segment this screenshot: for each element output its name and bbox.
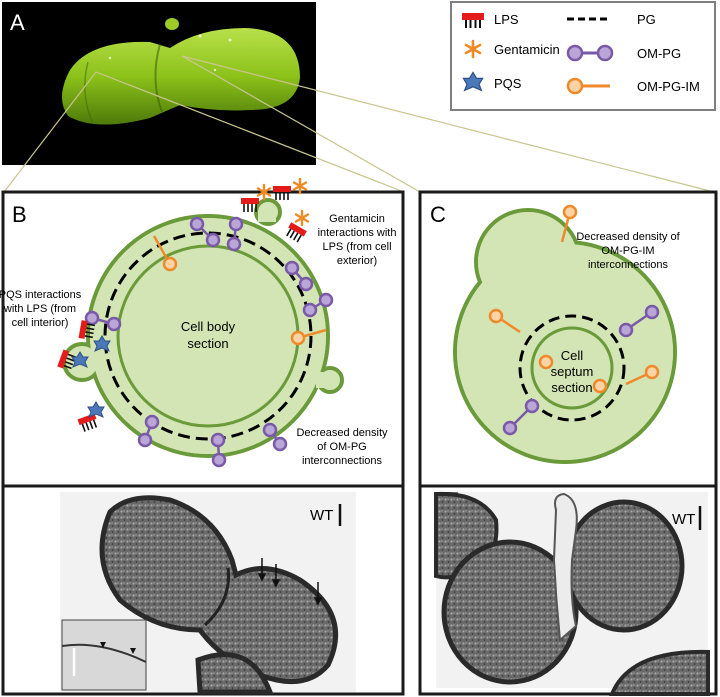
- bacterium-3d-render: [61, 18, 300, 125]
- legend-label-gentamicin: Gentamicin: [494, 42, 560, 57]
- panel-c: C Cell septum section Decreased density …: [418, 190, 718, 696]
- peptidoglycan-layer: [103, 231, 313, 441]
- legend-label-om-pg: OM-PG: [637, 46, 681, 61]
- cell-body-label-line2: section: [187, 336, 228, 351]
- om-pg-im-connector: [488, 308, 521, 334]
- gentamicin-note-line2: interactions with: [318, 227, 397, 239]
- legend-label-pg: PG: [637, 12, 656, 27]
- panel-c-wt-label: WT: [672, 511, 695, 528]
- legend-label-pqs: PQS: [494, 76, 522, 91]
- c-density-note-line3: interconnections: [588, 259, 669, 271]
- septum-vesicle: [552, 492, 578, 643]
- zoom-connectors: [3, 55, 715, 193]
- gentamicin-molecule: [294, 209, 310, 227]
- panel-c-micrograph: WT: [434, 491, 710, 696]
- pqs-note-line2: with LPS (from: [3, 303, 76, 315]
- c-density-note-line2: OM-PG-IM: [601, 245, 654, 257]
- legend-label-om-pg-im: OM-PG-IM: [637, 79, 700, 94]
- om-pg-connector: [284, 260, 314, 292]
- panel-b-wt-label: WT: [310, 507, 333, 524]
- om-pg-connector: [302, 292, 334, 318]
- lps-icon: [462, 13, 484, 28]
- gentamicin-annotation: Gentamicin interactions with LPS (from c…: [318, 213, 397, 267]
- pqs-annotation: PQS interactions with LPS (from cell int…: [0, 289, 82, 329]
- panel-b-micrograph: WT: [60, 492, 356, 695]
- septum-peptidoglycan-layer: [518, 314, 626, 422]
- om-pg-connector: [84, 310, 122, 332]
- om-pg-im-density-annotation: Decreased density of OM-PG-IM interconne…: [576, 231, 680, 271]
- om-pg-connector: [502, 398, 540, 436]
- om-pg-connector: [189, 216, 221, 248]
- gentamicin-note-line4: exterior): [337, 255, 377, 267]
- pqs-icon: [462, 71, 484, 92]
- septum-label-line1: Cell: [561, 348, 584, 363]
- gentamicin-note-line3: LPS (from cell: [322, 241, 391, 253]
- om-pg-im-connector: [152, 235, 178, 272]
- om-pg-connector: [210, 432, 227, 468]
- om-pg-connectors: [84, 216, 334, 468]
- density-note-line3: interconnections: [302, 455, 383, 467]
- cell-body-label-line1: Cell body: [181, 319, 236, 334]
- om-pg-im-connector: [290, 328, 327, 346]
- om-pg-connector: [262, 422, 288, 452]
- om-pg-density-annotation: Decreased density of OM-PG interconnecti…: [296, 427, 388, 467]
- density-note-line2: of OM-PG: [317, 441, 367, 453]
- om-pg-im-connectors: [488, 204, 660, 394]
- c-density-note-line1: Decreased density of: [576, 231, 680, 243]
- legend-label-lps: LPS: [494, 12, 519, 27]
- septum-label-line3: section: [551, 380, 592, 395]
- septum-inner-membrane: [530, 326, 614, 410]
- om-pg-connectors: [502, 304, 660, 436]
- om-pg-connector: [226, 216, 244, 252]
- om-pg-im-connector: [538, 354, 554, 370]
- gentamicin-molecule: [292, 177, 308, 195]
- septum-label-line2: septum: [551, 364, 594, 379]
- gentamicin-note-line1: Gentamicin: [329, 213, 385, 225]
- density-note-line1: Decreased density: [296, 427, 388, 439]
- om-pg-im-connector: [592, 378, 608, 394]
- pqs-note-line3: cell interior): [12, 317, 69, 329]
- legend: LPS Gentamicin PQS PG OM-PG OM-PG-IM: [450, 1, 716, 111]
- arrow-markers: [257, 558, 323, 606]
- om-pg-connector: [618, 304, 660, 338]
- arrowhead-icon: [100, 642, 106, 648]
- om-pg-im-icon: [566, 77, 610, 95]
- pqs-note-line1: PQS interactions: [0, 289, 82, 301]
- panel-a-letter: A: [10, 10, 25, 35]
- om-pg-im-connector: [560, 204, 578, 243]
- panel-c-letter: C: [430, 202, 446, 227]
- arrowhead-icon: [130, 648, 136, 654]
- panel-b: B Cell body section: [0, 177, 405, 696]
- panel-b-letter: B: [12, 202, 27, 227]
- panel-a: A: [2, 2, 316, 165]
- om-pg-connector: [137, 414, 160, 448]
- gentamicin-molecule: [256, 183, 272, 201]
- om-pg-im-connector: [625, 364, 660, 386]
- om-pg-icon: [566, 44, 614, 62]
- om-pg-im-connectors: [152, 235, 327, 346]
- gentamicin-molecules: [256, 177, 310, 227]
- gentamicin-icon: [464, 39, 482, 59]
